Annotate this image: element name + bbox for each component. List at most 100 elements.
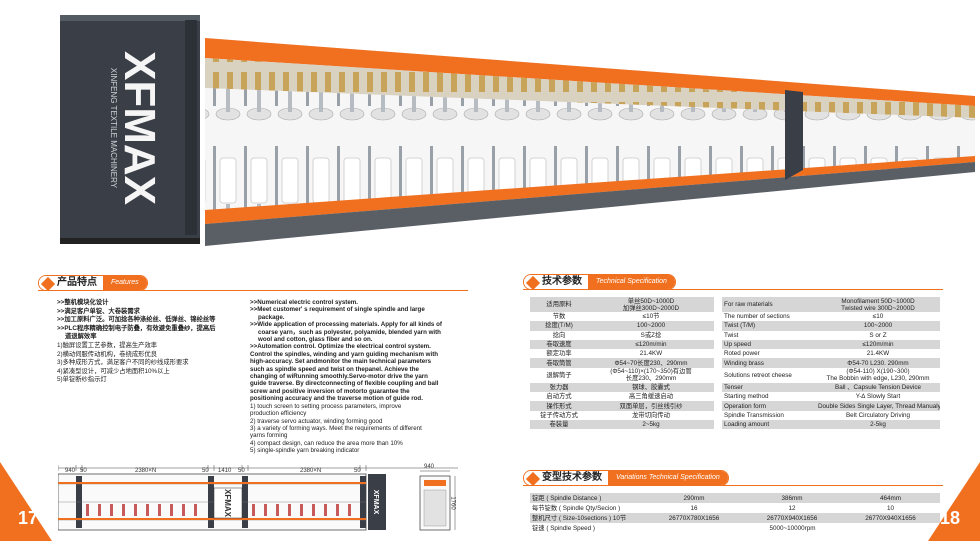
feature-en-line: positioning accuracy and the traverse mo… — [250, 395, 423, 403]
spec-label-cn: 锭子传动方式 — [530, 410, 588, 420]
spec-value-en: ≤10 — [816, 312, 940, 322]
spec-value-cn: 双面单层，引丝线引纱 — [588, 401, 714, 411]
spec-label-cn: 捻度(T/M) — [530, 321, 588, 331]
feature-en-line: production efficiency — [250, 410, 307, 418]
variant-value: 10 — [841, 503, 940, 513]
variant-title-cn: 变型技术参数 — [542, 472, 602, 483]
spec-label-en: Spindle Transmission — [722, 410, 816, 420]
spec-label-cn: 张力器 — [530, 382, 588, 393]
spec-label-en: Winding brass — [722, 358, 816, 368]
dim-side-width: 940 — [424, 464, 435, 470]
feature-en-line: package. — [258, 313, 285, 321]
feature-en-line: >>Numerical electric control system. — [250, 299, 358, 306]
spec-label-en: Loading amount — [722, 419, 816, 430]
spec-label-en: Operation form — [722, 401, 816, 411]
variant-label: 整机尺寸 ( Size-10sections ) 10节 — [530, 513, 645, 523]
spec-value-en: Ball 、Capsule Tension Device — [816, 382, 940, 393]
variant-value: 26770X940X1656 — [743, 513, 841, 523]
feature-en-line: >>Wide application of processing materia… — [250, 321, 442, 329]
spec-value-cn: (Φ54~110)×(170~350)有边管长度230、290mm — [588, 367, 714, 383]
spec-label-cn: 捻向 — [530, 330, 588, 340]
spec-gap — [714, 419, 722, 430]
spec-label-cn: 额定功率 — [530, 349, 588, 359]
dim-mid-1410: 1410 — [218, 468, 232, 474]
spec-value-en: Y-∆ Slowly Start — [816, 392, 940, 402]
feature-cn-line: 1)触屏设置工艺参数，提高生产效率 — [57, 341, 158, 349]
spec-value-cn: 21.4KW — [588, 349, 714, 359]
variant-value: 16 — [645, 503, 743, 513]
spec-label-cn: 卷取速度 — [530, 339, 588, 350]
variant-rule — [523, 485, 943, 486]
spec-label-en: Starting method — [722, 392, 816, 402]
variant-value: 12 — [743, 503, 841, 513]
spec-label-cn: 卷取筒管 — [530, 358, 588, 368]
spec-gap — [714, 321, 722, 331]
layout-plan-drawing: XFMAX XFMAX — [58, 465, 458, 531]
spec-value-en: ≤120m/min — [816, 339, 940, 350]
feature-en-line: yarns forming — [250, 432, 288, 440]
spec-value-en: 21.4KW — [816, 349, 940, 359]
feature-cn-line: 5)单锭断纱指示灯 — [57, 376, 107, 384]
spec-gap — [714, 297, 722, 312]
variant-value: 290mm — [645, 493, 743, 503]
spec-value-en: 100~2000 — [816, 321, 940, 331]
spec-value-en: Belt Circulatory Driving — [816, 410, 940, 420]
spec-gap — [714, 358, 722, 368]
variant-title-en: Variations Technical Specification — [608, 471, 728, 485]
features-title-cn: 产品特点 — [57, 277, 97, 288]
spec-value-en: Φ54-70 L230. 290mm — [816, 358, 940, 368]
spec-label-en: Twist — [722, 330, 816, 340]
spec-label-en: Twist (T/M) — [722, 321, 816, 331]
spec-gap — [714, 349, 722, 359]
machine-brand-subtitle: XINFENG TEXTILE MACHINERY — [109, 68, 118, 189]
spec-gap — [714, 367, 722, 383]
dim-gap-50c: 50 — [238, 468, 245, 474]
variant-label: 每节锭数 ( Spindle Qty/Secion ) — [530, 503, 645, 513]
spec-label-en: The number of sections — [722, 312, 816, 322]
spec-label-cn: 节数 — [530, 312, 588, 322]
features-en-list: >>Numerical electric control system.>>Me… — [250, 299, 462, 455]
spec-gap — [714, 312, 722, 322]
variant-header: 变型技术参数 Variations Technical Specificatio… — [523, 470, 943, 486]
spec-value-cn: Φ54~70长度230、290mm — [588, 358, 714, 368]
features-title-en: Features — [103, 276, 147, 290]
machine-brand-logo: XFMAX — [115, 51, 164, 205]
feature-cn-line: 道退解效率 — [65, 333, 97, 341]
spec-gap — [714, 392, 722, 402]
variant-label: 锭速 ( Spindle Speed ) — [530, 523, 645, 533]
spec-label-cn: 操作形式 — [530, 401, 588, 411]
dim-end-940: 940 — [65, 468, 76, 474]
feature-cn-line: >>加工原料广泛。可加捻各种涤纶丝、低弹丝、锦纶丝等 — [57, 316, 216, 324]
feature-cn-line: 3)多种成形方式，满足客户不同的纱线成形要求 — [57, 359, 189, 367]
diamond-bullet-icon — [40, 276, 56, 290]
spec-value-cn: ≤10节 — [588, 312, 714, 322]
spec-label-cn: 启动方式 — [530, 392, 588, 402]
spec-gap — [714, 382, 722, 393]
spec-gap — [714, 339, 722, 350]
feature-en-line: 1) touch screen to setting process param… — [250, 402, 402, 410]
page-badge-left — [0, 462, 52, 541]
spec-value-cn: 钢球、胶囊式 — [588, 382, 714, 393]
variant-value: 464mm — [841, 493, 940, 503]
spec-label-en: Tenser — [722, 382, 816, 393]
feature-en-line: wool and cotton, glass fiber and so on. — [258, 336, 373, 344]
table-row: 锭速 ( Spindle Speed )5000~10000rpm — [530, 523, 940, 533]
spec-label-cn: 适用原料 — [530, 297, 588, 312]
diamond-bullet-icon — [525, 471, 541, 485]
